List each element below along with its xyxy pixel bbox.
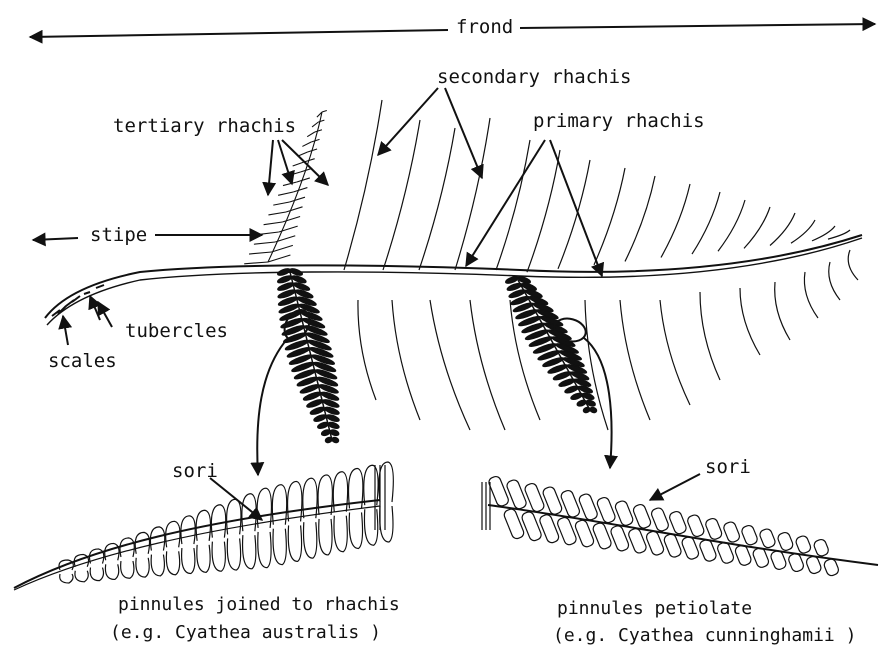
- caption-left-line2: (e.g. Cyathea australis ): [110, 624, 381, 642]
- label-tubercles: tubercles: [125, 322, 228, 341]
- label-sori-right: sori: [705, 458, 751, 477]
- label-secondary-rhachis: secondary rhachis: [437, 68, 631, 87]
- label-scales: scales: [48, 352, 117, 371]
- pinna-cluster-left: [277, 267, 340, 443]
- label-sori-left: sori: [172, 462, 218, 481]
- label-frond: frond: [452, 18, 517, 37]
- enlarged-pinna-petiolate: [482, 475, 878, 577]
- caption-right-line2: (e.g. Cyathea cunninghamii ): [553, 627, 856, 645]
- pinnae-lines: [344, 100, 858, 430]
- pinna-cluster-right: [505, 275, 598, 413]
- main-axis: [45, 235, 862, 325]
- annotation-arrows: [63, 88, 700, 520]
- caption-left-line1: pinnules joined to rhachis: [118, 596, 400, 614]
- label-primary-rhachis: primary rhachis: [533, 112, 705, 131]
- label-tertiary-rhachis: tertiary rhachis: [113, 117, 296, 136]
- label-stipe: stipe: [86, 226, 151, 245]
- caption-right-line1: pinnules petiolate: [557, 600, 752, 618]
